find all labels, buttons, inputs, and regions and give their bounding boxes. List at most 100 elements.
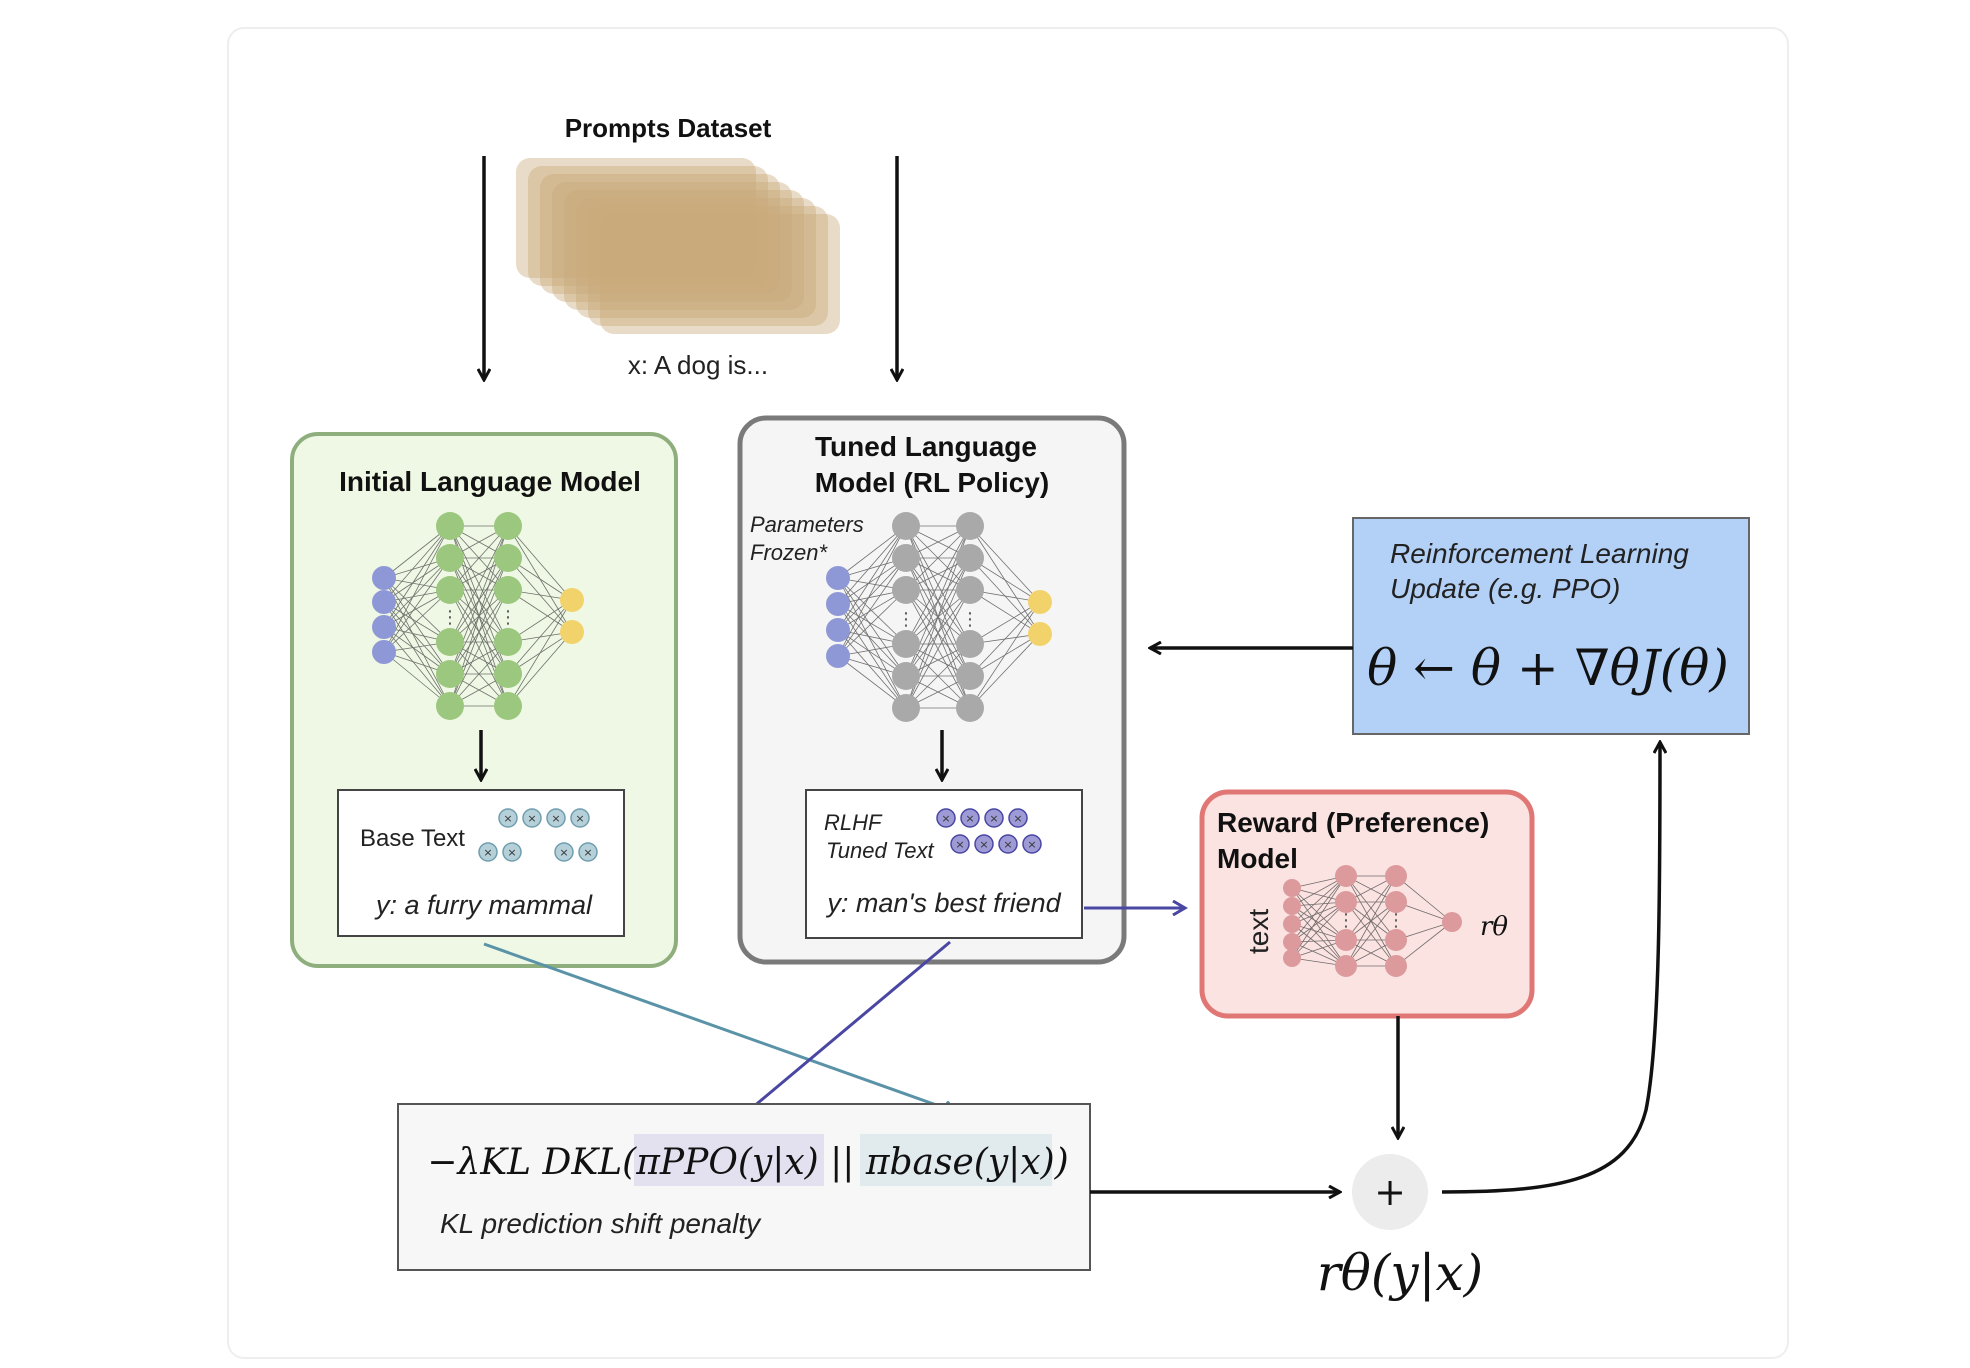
network-node	[1028, 622, 1052, 646]
rl-update-box: Reinforcement Learning Update (e.g. PPO)…	[1352, 517, 1750, 735]
network-node	[494, 512, 522, 540]
token-mark: ×	[527, 812, 536, 825]
network-node	[560, 620, 584, 644]
base-text-sample: y: a furry mammal	[374, 890, 593, 920]
prompt-card	[528, 166, 768, 286]
network-node	[494, 628, 522, 656]
network-node	[826, 592, 850, 616]
token-circle	[478, 842, 498, 862]
token-circle	[974, 834, 994, 854]
token-circle	[950, 834, 970, 854]
tuned-model-title-line1: Tuned Language	[815, 431, 1037, 462]
network-ellipsis: ⋮	[897, 609, 915, 630]
network-node	[1335, 955, 1357, 977]
token-circle	[554, 842, 574, 862]
network-node	[1385, 865, 1407, 887]
tuned-text-label-line2: Tuned Text	[826, 838, 935, 863]
network-node	[826, 566, 850, 590]
network-node	[892, 662, 920, 690]
token-circle	[578, 842, 598, 862]
network-node	[494, 660, 522, 688]
prompt-card	[576, 198, 816, 318]
network-node	[1283, 949, 1301, 967]
network-node	[892, 576, 920, 604]
sum-output-label: rθ(y|x)	[1317, 1244, 1483, 1302]
base-text-label: Base Text	[360, 825, 465, 852]
network-node	[892, 512, 920, 540]
network-node	[1385, 929, 1407, 951]
network-node	[1283, 933, 1301, 951]
token-circle	[936, 808, 956, 828]
reward-input-label: text	[1243, 909, 1274, 954]
token-mark: ×	[551, 812, 560, 825]
token-mark: ×	[1027, 838, 1036, 851]
network-node	[1028, 590, 1052, 614]
pi-ppo-highlight	[634, 1134, 824, 1186]
kl-penalty-formula: −λKL DKL(πPPO(y|x) || πbase(y|x))	[427, 1142, 1068, 1183]
token-mark: ×	[1013, 812, 1022, 825]
token-mark: ×	[583, 846, 592, 859]
token-circle	[984, 808, 1004, 828]
prompt-sample: x: A dog is...	[628, 350, 768, 380]
tuned-text-label-line1: RLHF	[824, 810, 883, 835]
network-ellipsis: ⋮	[499, 607, 517, 628]
rl-update-title-line2: Update (e.g. PPO)	[1390, 573, 1620, 604]
network-node	[956, 630, 984, 658]
sum-symbol: +	[1374, 1170, 1406, 1214]
tuned-model-network-icon: ⋮⋮	[826, 512, 1052, 722]
reward-model: Reward (Preference) Model text ⋮⋮ rθ	[1199, 789, 1535, 1019]
initial-model-title: Initial Language Model	[339, 466, 641, 497]
network-node	[956, 694, 984, 722]
reward-model-title-line1: Reward (Preference)	[1217, 807, 1489, 838]
arrow-base-to-kl	[483, 942, 956, 1112]
prompt-cards-stack	[516, 158, 840, 334]
network-node	[372, 590, 396, 614]
tuned-language-model: Tuned Language Model (RL Policy) Paramet…	[737, 415, 1127, 965]
prompt-card	[540, 174, 780, 294]
base-text-tokens: ××××××××	[478, 808, 598, 862]
sum-node: + rθ(y|x)	[1317, 1154, 1483, 1302]
prompt-card	[588, 206, 828, 326]
network-node	[892, 630, 920, 658]
token-mark: ×	[979, 838, 988, 851]
network-ellipsis: ⋮	[1387, 910, 1405, 931]
token-mark: ×	[1003, 838, 1012, 851]
prompt-card	[552, 182, 792, 302]
network-node	[436, 692, 464, 720]
network-node	[372, 566, 396, 590]
token-circle	[1022, 834, 1042, 854]
network-node	[956, 576, 984, 604]
rl-update-formula: θ ← θ + ∇θJ(θ)	[1367, 639, 1729, 697]
network-node	[436, 544, 464, 572]
prompts-title: Prompts Dataset	[565, 113, 772, 143]
token-circle	[502, 842, 522, 862]
kl-penalty-rect	[397, 1103, 1091, 1271]
tuned-model-title-line2: Model (RL Policy)	[815, 467, 1049, 498]
initial-language-model: Initial Language Model ⋮⋮ Base Text ××××…	[290, 432, 678, 968]
prompts-dataset: Prompts Dataset x: A dog is...	[516, 113, 840, 380]
token-circle	[546, 808, 566, 828]
network-node	[892, 694, 920, 722]
prompt-card	[516, 158, 756, 278]
token-circle	[1008, 808, 1028, 828]
network-node	[494, 544, 522, 572]
arrow-tuned-to-kl	[740, 940, 951, 1118]
prompt-card	[564, 190, 804, 310]
token-mark: ×	[955, 838, 964, 851]
network-node	[1385, 891, 1407, 913]
token-mark: ×	[483, 846, 492, 859]
token-mark: ×	[965, 812, 974, 825]
tuned-text-sample: y: man's best friend	[825, 888, 1061, 918]
network-ellipsis: ⋮	[441, 607, 459, 628]
token-mark: ×	[941, 812, 950, 825]
token-mark: ×	[989, 812, 998, 825]
network-node	[956, 512, 984, 540]
network-node	[1442, 912, 1462, 932]
token-circle	[498, 808, 518, 828]
network-node	[1385, 955, 1407, 977]
network-node	[826, 644, 850, 668]
network-node	[372, 640, 396, 664]
token-circle	[998, 834, 1018, 854]
initial-model-network-icon: ⋮⋮	[372, 512, 584, 720]
